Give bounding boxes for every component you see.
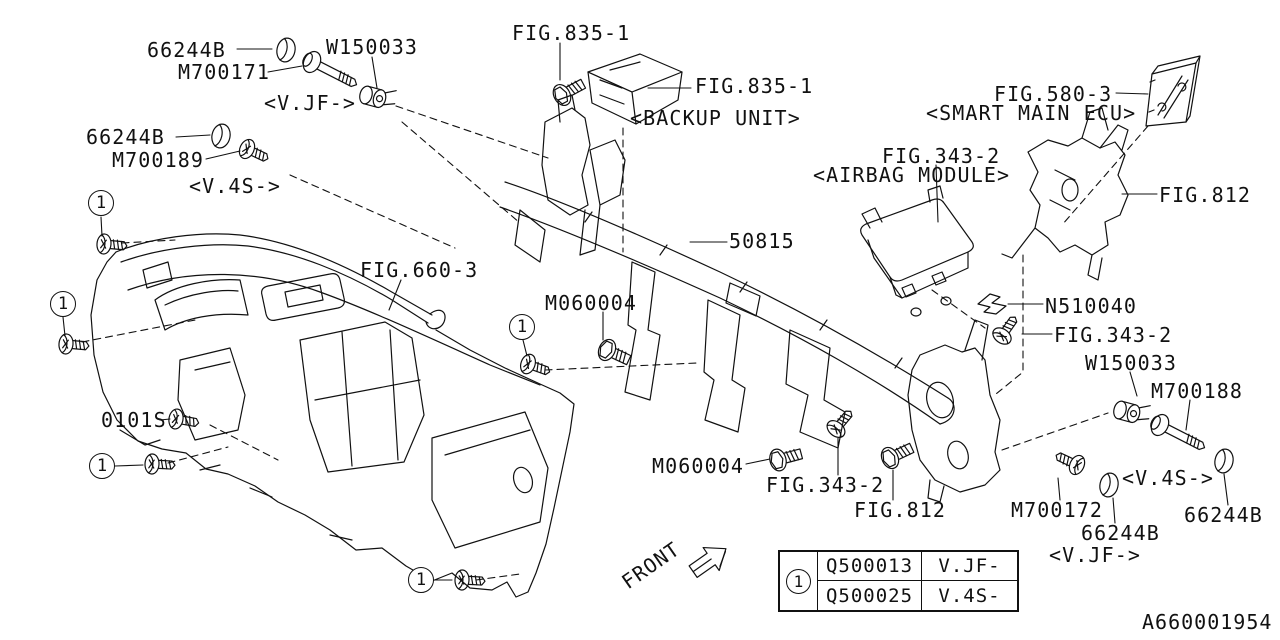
bolt-fig835-drawing <box>549 73 589 110</box>
label-fig812-top: FIG.812 <box>1159 183 1251 207</box>
legend-callout-circle: 1 <box>786 568 811 594</box>
instrument-panel-drawing <box>90 233 575 598</box>
label-fig343-bottom: FIG.343-2 <box>766 473 885 497</box>
bolt-m700188-drawing <box>1146 410 1211 459</box>
label-66244b-mid: 66244B <box>1081 521 1160 545</box>
label-v4s-top: <V.4S-> <box>189 174 281 198</box>
bolt-fig812-drawing <box>877 437 918 472</box>
label-w150033-bottom: W150033 <box>1085 351 1177 375</box>
callout-1-marker-b: 1 <box>50 291 76 317</box>
screw-fig343-right-drawing <box>989 310 1024 349</box>
clip-n510040-drawing <box>977 293 1007 315</box>
screw-0101s-drawing <box>166 407 201 434</box>
steering-beam-drawing <box>499 94 955 449</box>
bolt-m060004-top-drawing <box>594 336 635 371</box>
label-smart-ecu: <SMART MAIN ECU> <box>926 101 1137 125</box>
label-fig835-right: FIG.835-1 <box>695 74 814 98</box>
front-arrow-icon <box>688 546 727 578</box>
drawing-number: A660001954 <box>1142 610 1273 634</box>
bolt-m060004-bottom-drawing <box>766 442 805 474</box>
smart-ecu-drawing <box>1145 55 1201 127</box>
clip-w150033-bottom-drawing <box>1111 396 1153 428</box>
legend-applicability-row2: V.4S- <box>938 584 1001 607</box>
label-n510040: N510040 <box>1045 294 1137 318</box>
label-vjf-bottom: <V.JF-> <box>1049 543 1141 567</box>
label-66244b-right: 66244B <box>1184 503 1263 527</box>
legend-part-no-row1: Q500013 <box>818 552 922 581</box>
label-66244b-top1: 66244B <box>147 38 226 62</box>
bracket-cluster-bottom-drawing <box>907 319 1001 503</box>
label-fig812-bottom: FIG.812 <box>854 498 946 522</box>
callout-1-marker-d: 1 <box>89 453 115 479</box>
callout-1-marker-a: 1 <box>88 190 114 216</box>
label-m060004-bottom: M060004 <box>652 454 744 478</box>
label-fig835-top: FIG.835-1 <box>512 21 631 45</box>
cap-66244b-top1-drawing <box>274 35 298 65</box>
label-w150033-top: W150033 <box>326 35 418 59</box>
screw-m700189-drawing <box>235 136 273 169</box>
label-m060004-top: M060004 <box>545 291 637 315</box>
legend-applicability-row1: V.JF- <box>922 552 1017 581</box>
label-airbag-module: <AIRBAG MODULE> <box>813 163 1011 187</box>
legend-callout-cell: 1 <box>780 552 818 610</box>
label-0101s: 0101S <box>101 408 167 432</box>
label-vjf-top: <V.JF-> <box>264 91 356 115</box>
screw-callout1-a-drawing <box>95 232 129 257</box>
label-m700188: M700188 <box>1151 379 1243 403</box>
label-fig580: FIG.580-3 <box>994 82 1113 106</box>
screw-callout1-c-drawing <box>143 453 177 476</box>
label-backup-unit: <BACKUP UNIT> <box>630 106 801 130</box>
label-v4s-bottom: <V.4S-> <box>1122 466 1214 490</box>
label-50815: 50815 <box>729 229 795 253</box>
label-m700189: M700189 <box>112 148 204 172</box>
airbag-module-drawing <box>860 185 974 317</box>
label-m700171: M700171 <box>178 60 270 84</box>
label-fig343-right: FIG.343-2 <box>1054 323 1173 347</box>
leader-lines <box>62 42 1229 581</box>
cap-66244b-mid-drawing <box>1097 470 1121 500</box>
bracket-cluster-top-drawing <box>1001 107 1129 281</box>
label-66244b-top2: 66244B <box>86 125 165 149</box>
cap-66244b-top2-drawing <box>209 121 233 151</box>
legend-part-no-row2: Q500025 <box>818 581 922 610</box>
cap-66244b-right-drawing <box>1212 446 1236 476</box>
screw-m700172-drawing <box>1051 445 1089 478</box>
callout-1-marker-e: 1 <box>408 567 434 593</box>
label-fig660: FIG.660-3 <box>360 258 479 282</box>
label-m700172: M700172 <box>1011 498 1103 522</box>
clip-w150033-top-drawing <box>357 81 399 113</box>
screw-callout1-b-drawing <box>57 332 91 357</box>
dashed-reference-lines <box>81 105 1149 581</box>
backup-unit-drawing <box>587 53 683 125</box>
callout-1-marker-c: 1 <box>509 314 535 340</box>
label-fig343-airbag: FIG.343-2 <box>882 144 1001 168</box>
legend-table: 1 Q500013 V.JF- Q500025 V.4S- <box>778 550 1019 612</box>
